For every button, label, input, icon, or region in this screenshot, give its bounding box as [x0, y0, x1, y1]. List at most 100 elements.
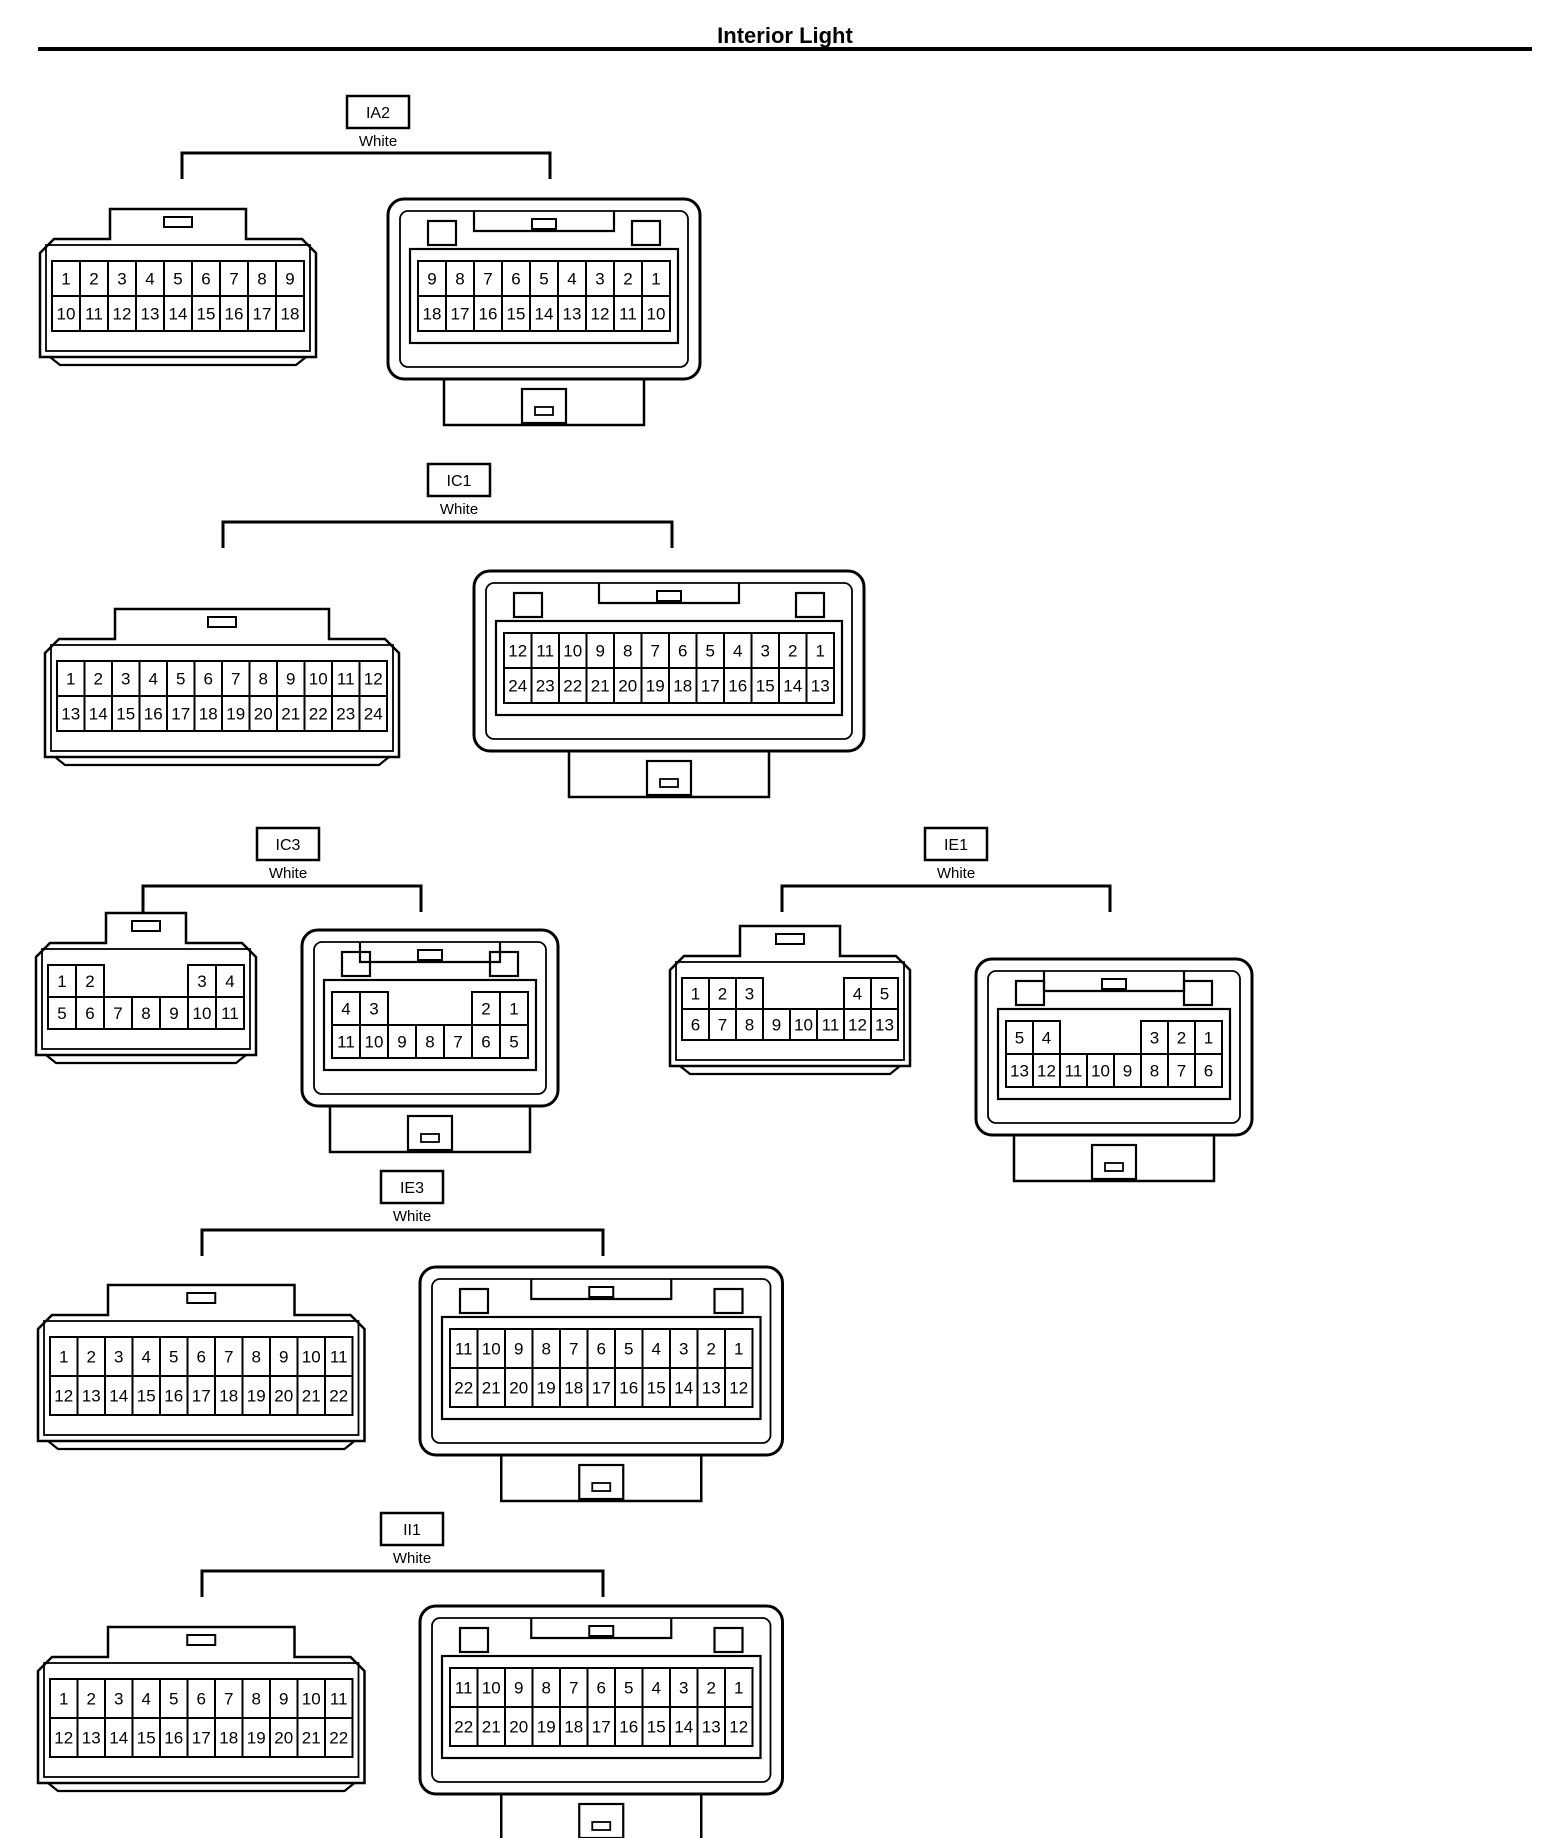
pin-cell: [56, 695, 86, 732]
pin-cell: [358, 660, 388, 697]
pin-cell: [83, 695, 113, 732]
pin-number: 7: [1177, 1062, 1186, 1081]
pin-number: 8: [745, 1016, 754, 1035]
pin-number: 8: [425, 1033, 434, 1052]
pin-number: 11: [330, 1348, 348, 1367]
pin-cell: [805, 667, 835, 704]
guide-slot: [512, 591, 544, 619]
inner-wall: [675, 961, 905, 1061]
pin-cell: [215, 996, 245, 1030]
pin-cell: [669, 1367, 699, 1408]
pin-number: 3: [679, 1679, 688, 1698]
pin-cell: [1167, 1053, 1196, 1088]
pin-cell: [75, 964, 105, 998]
pin-number: 22: [329, 1387, 348, 1406]
pin-number: 6: [597, 1340, 606, 1359]
latch-release-tab: [420, 1133, 440, 1143]
pin-number: 2: [707, 1679, 716, 1698]
pin-number: 4: [567, 270, 576, 289]
pin-number: 7: [569, 1679, 578, 1698]
pin-number: 17: [171, 705, 190, 724]
pin-number: 1: [1204, 1029, 1213, 1048]
pin-cell: [586, 1367, 616, 1408]
pin-number: 12: [848, 1016, 867, 1035]
bottom-latch: [328, 1106, 532, 1154]
pin-number: 2: [788, 642, 797, 661]
pin-number: 6: [511, 270, 520, 289]
pin-number: 16: [164, 1729, 183, 1748]
pin-cell: [696, 1706, 726, 1747]
pin-number: 5: [169, 1690, 178, 1709]
page-title: Interior Light: [717, 23, 853, 48]
pin-number: 11: [330, 1690, 348, 1709]
pin-cell: [1005, 1020, 1034, 1055]
pin-number: 11: [221, 1004, 239, 1023]
latch-release: [578, 1463, 625, 1501]
pin-number: 4: [225, 972, 234, 991]
inner-wall: [43, 1320, 360, 1436]
pin-number: 13: [702, 1718, 721, 1737]
pin-cell: [241, 1336, 271, 1377]
pin-cell: [331, 1024, 361, 1059]
pin-number: 5: [539, 270, 548, 289]
pin-number: 10: [365, 1033, 384, 1052]
pin-number: 7: [224, 1690, 233, 1709]
pin-number: 12: [591, 305, 610, 324]
pin-number: 11: [822, 1016, 840, 1035]
pin-cell: [530, 632, 560, 669]
pin-number: 14: [109, 1729, 128, 1748]
pin-number: 12: [54, 1729, 73, 1748]
pin-number: 13: [82, 1387, 101, 1406]
pin-cell: [331, 695, 361, 732]
pin-number: 13: [702, 1379, 721, 1398]
pin-number: 18: [564, 1379, 583, 1398]
pin-number: 13: [61, 705, 80, 724]
pin-number: 15: [116, 705, 135, 724]
pin-number: 13: [875, 1016, 894, 1035]
guide-slot: [1014, 979, 1046, 1007]
pin-number: 1: [734, 1679, 743, 1698]
housing-base: [47, 1440, 356, 1451]
pin-number: 3: [114, 1348, 123, 1367]
pin-number: 13: [1010, 1062, 1029, 1081]
male-housing: [34, 911, 258, 1057]
connector-code-box: [255, 826, 321, 862]
pin-number: 1: [61, 270, 70, 289]
pin-number: 2: [1177, 1029, 1186, 1048]
connector-code: IE1: [944, 837, 968, 854]
pin-cell: [51, 295, 81, 332]
guide-slot: [340, 950, 372, 978]
pin-number: 11: [85, 305, 103, 324]
pin-number: 17: [592, 1718, 611, 1737]
latch-release-tab: [591, 1482, 612, 1492]
pin-cell: [186, 1717, 216, 1758]
pin-cell: [531, 1367, 561, 1408]
pin-number: 3: [745, 985, 754, 1004]
pin-cell: [696, 1667, 726, 1708]
inner-wall: [431, 1617, 772, 1783]
pin-number: 10: [193, 1004, 212, 1023]
pin-number: 2: [94, 670, 103, 689]
pin-frame: [440, 1654, 762, 1760]
latch-release: [406, 1114, 454, 1152]
pin-number: 2: [718, 985, 727, 1004]
pin-number: 13: [563, 305, 582, 324]
pin-cell: [449, 1706, 479, 1747]
pin-number: 6: [197, 1690, 206, 1709]
lock-cover: [530, 1279, 673, 1301]
pin-number: 2: [89, 270, 98, 289]
guide-slot: [458, 1287, 490, 1315]
pin-frame: [440, 1315, 762, 1421]
pin-number: 3: [117, 270, 126, 289]
pin-number: 4: [652, 1679, 661, 1698]
pin-number: 14: [674, 1718, 693, 1737]
pin-number: 5: [624, 1679, 633, 1698]
guide-slot: [713, 1287, 744, 1315]
pin-number: 4: [733, 642, 742, 661]
pin-cell: [585, 295, 615, 332]
pin-number: 9: [279, 1690, 288, 1709]
pin-number: 22: [563, 677, 582, 696]
